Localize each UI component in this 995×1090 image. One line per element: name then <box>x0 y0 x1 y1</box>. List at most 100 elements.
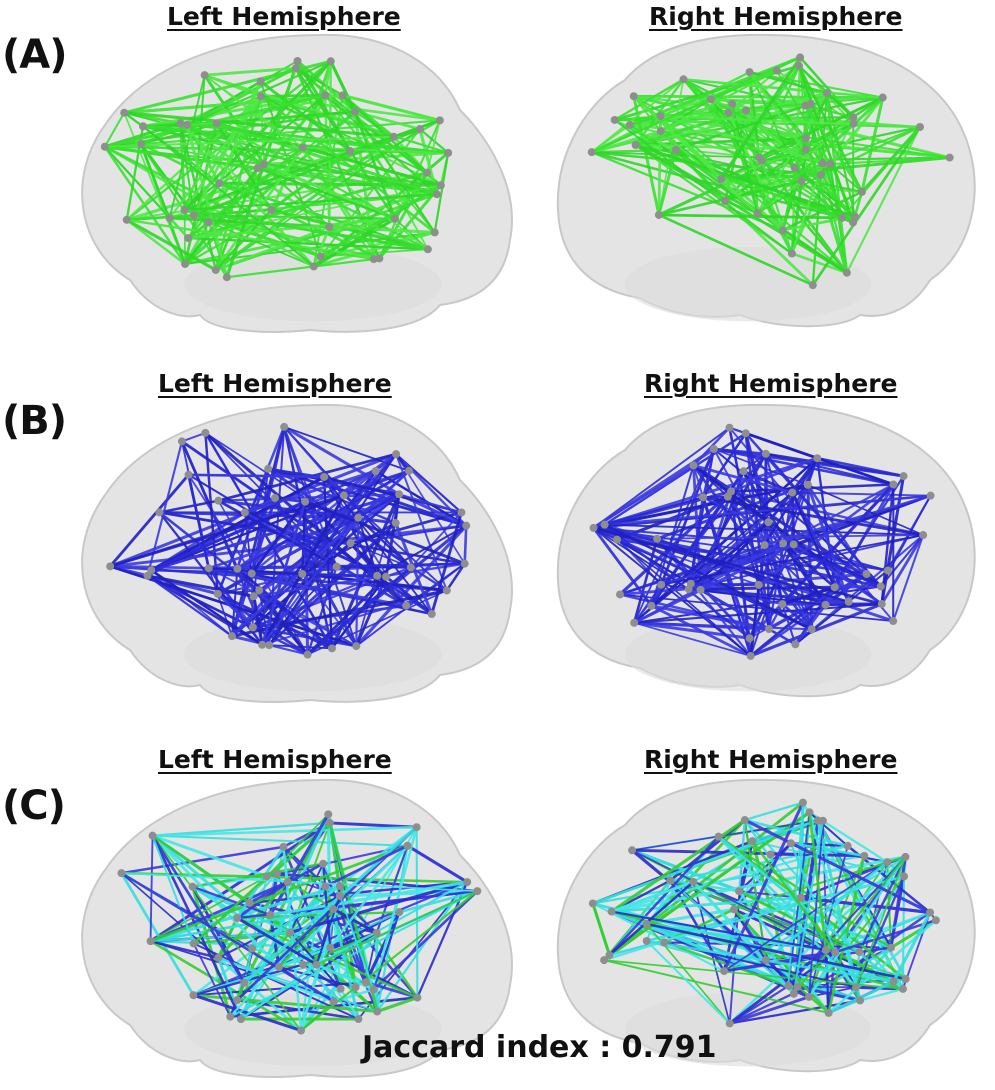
network-node <box>816 171 825 180</box>
network-edge <box>611 844 848 913</box>
network-node <box>457 508 466 517</box>
network-edge <box>126 218 186 265</box>
network-node <box>430 228 439 237</box>
network-node <box>106 562 115 571</box>
network-edge <box>593 526 784 545</box>
network-edge <box>168 95 262 219</box>
network-node <box>728 99 737 108</box>
network-edge <box>289 931 418 999</box>
network-node <box>249 592 258 601</box>
network-node <box>791 640 800 649</box>
network-node <box>226 1012 235 1021</box>
network-node <box>761 956 770 965</box>
network-node <box>335 891 344 900</box>
network-edges <box>592 426 932 658</box>
network-node <box>804 992 813 1001</box>
network-edge <box>611 896 802 913</box>
network-edge <box>151 834 246 984</box>
network-node <box>432 190 441 199</box>
network-node <box>754 580 763 589</box>
network-edge <box>244 469 377 514</box>
network-edge <box>372 890 479 991</box>
network-edges <box>109 425 468 656</box>
network-node <box>629 92 638 101</box>
panel-label-c: (C) <box>2 783 66 829</box>
network-node <box>642 920 651 929</box>
network-edge <box>683 78 827 95</box>
network-node <box>657 580 666 589</box>
network-edge <box>257 166 396 220</box>
network-edge <box>192 943 232 1018</box>
network-edge <box>376 524 467 577</box>
network-edge <box>376 996 418 1014</box>
network-node <box>696 585 705 594</box>
network-node <box>587 148 596 157</box>
network-edge <box>433 152 450 233</box>
network-node <box>805 808 814 817</box>
network-edge <box>266 813 329 878</box>
network-edge <box>150 939 219 960</box>
network-edge <box>121 872 478 893</box>
network-edge <box>690 582 796 646</box>
network-edge <box>260 67 297 83</box>
network-node <box>739 467 748 476</box>
network-node <box>789 540 798 549</box>
network-node <box>844 597 853 606</box>
network-node <box>808 281 817 290</box>
network-edge <box>591 78 685 153</box>
network-edge <box>749 457 819 657</box>
network-edge <box>632 538 659 624</box>
network-edge <box>743 819 767 961</box>
network-edge <box>120 872 195 996</box>
network-node <box>589 523 598 532</box>
network-node <box>255 586 264 595</box>
network-node <box>280 422 289 431</box>
network-edge <box>184 208 429 251</box>
network-edge <box>316 890 478 966</box>
network-edge <box>782 542 836 589</box>
network-edge <box>591 903 611 956</box>
network-node <box>214 953 223 962</box>
network-node <box>741 429 750 438</box>
network-edge <box>301 501 307 575</box>
network-edge <box>463 525 468 564</box>
network-node <box>236 1015 245 1024</box>
network-edge <box>378 184 442 260</box>
network-edge <box>880 534 925 605</box>
network-node <box>143 571 152 580</box>
network-node <box>327 644 336 653</box>
network-node <box>245 898 254 907</box>
brain-network-a-right <box>556 33 976 328</box>
network-edge <box>126 214 194 222</box>
network-node <box>824 1008 833 1017</box>
network-edge <box>147 574 309 656</box>
network-edge <box>329 225 435 234</box>
network-node <box>413 993 422 1002</box>
network-edge <box>124 111 394 139</box>
network-node <box>850 212 859 221</box>
network-node <box>761 449 770 458</box>
network-node <box>351 983 360 992</box>
network-edge <box>611 910 827 952</box>
network-node <box>312 960 321 969</box>
network-edge <box>104 145 322 258</box>
network-edge <box>723 861 888 972</box>
network-node <box>326 943 335 952</box>
network-edge <box>855 856 907 988</box>
network-edge <box>834 919 937 954</box>
network-edge <box>733 853 772 910</box>
network-node <box>148 831 157 840</box>
network-edge <box>193 993 378 1013</box>
network-edge <box>614 119 793 255</box>
network-node <box>354 513 363 522</box>
network-node <box>852 983 861 992</box>
network-node <box>382 572 391 581</box>
network-edge <box>294 67 397 220</box>
temporal-lobe <box>624 247 872 322</box>
network-node <box>201 428 210 437</box>
network-node <box>813 816 822 825</box>
network-node <box>831 948 840 957</box>
network-node <box>321 91 330 100</box>
network-edge <box>339 988 360 1020</box>
network-node <box>945 153 954 162</box>
